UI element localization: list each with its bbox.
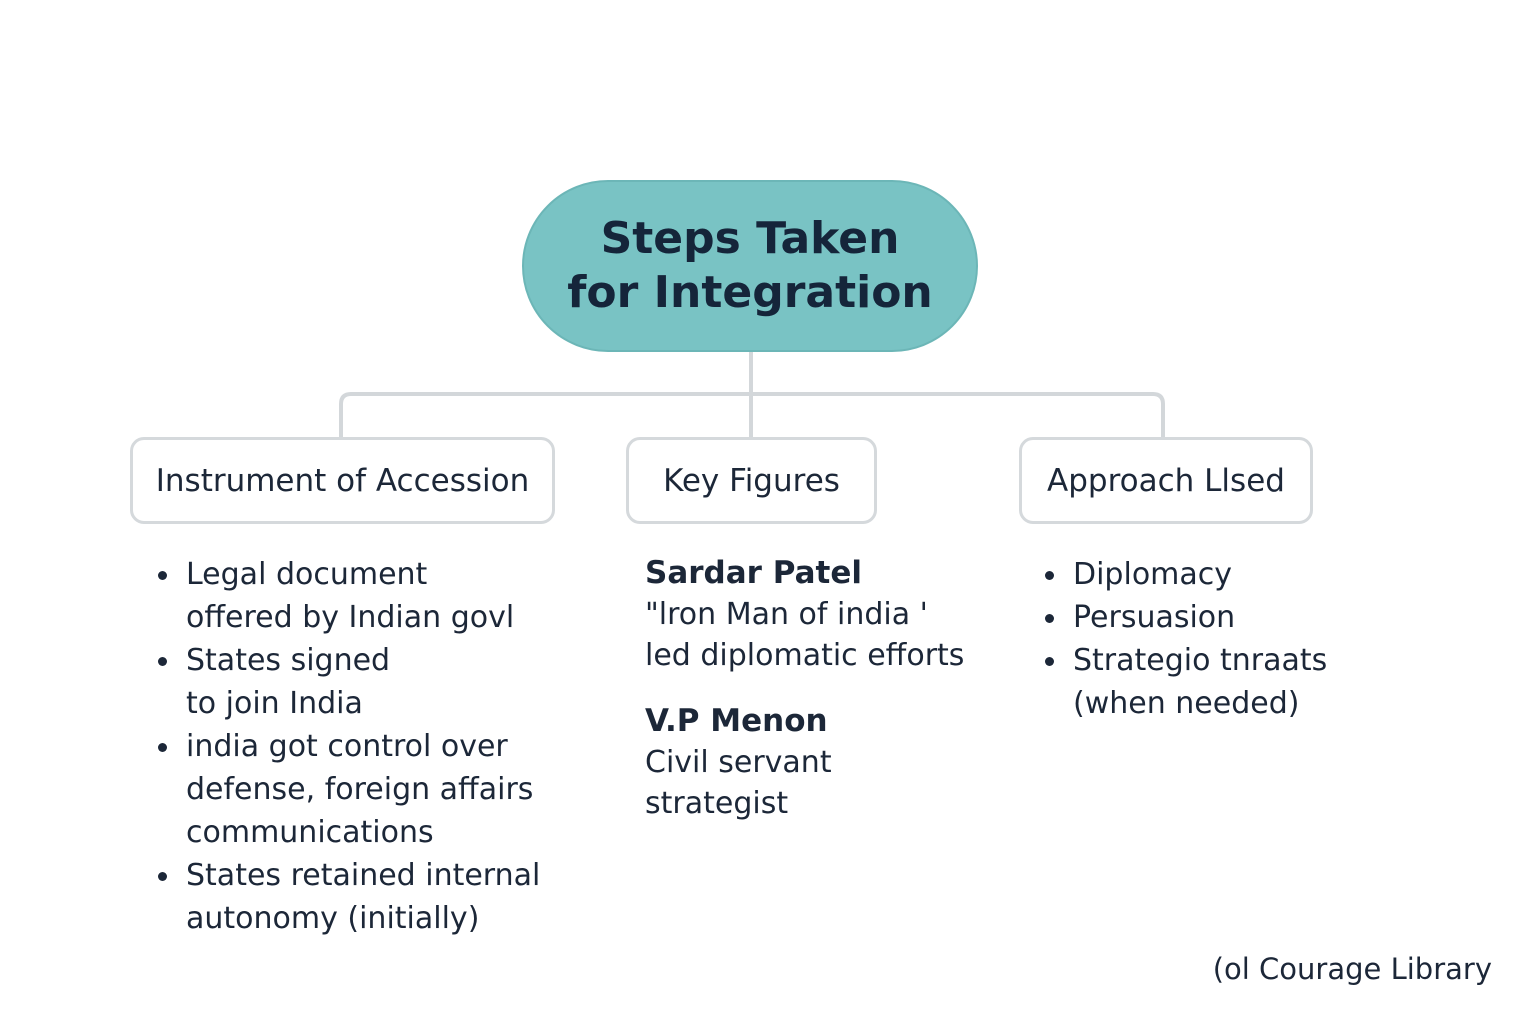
list-item-line: defense, foreign affairs [186,772,534,807]
list-item: States retained internal autonomy (initi… [158,854,558,940]
figure-name: V.P Menon [645,703,828,739]
approach-used-node: Approach Llsed [1019,437,1313,524]
list-item: Diplomacy [1045,553,1375,596]
list-item-line: india got control over [186,729,508,764]
list-item-line: autonomy (initially) [186,901,480,936]
figure-description-line: Civil servant [645,745,832,780]
instrument-node-label: Instrument of Accession [155,462,530,499]
root-title-line2: for Integration [567,267,933,318]
key-figures-node: Key Figures [626,437,877,524]
root-node: Steps Taken for Integration [522,180,978,352]
list-item-line: (when needed) [1073,686,1300,721]
list-item-line: Strategio tnraats [1073,643,1328,678]
approach-node-label: Approach Llsed [1047,462,1285,499]
credit-text: (ol Courage Library [1212,952,1492,986]
list-item: Legal document offered by Indian govl [158,553,558,639]
list-item: india got control over defense, foreign … [158,725,558,854]
list-item-line: communications [186,815,434,850]
list-item-line: Legal document [186,557,428,592]
list-item: Persuasion [1045,596,1375,639]
figure-description-line: led diplomatic efforts [645,638,965,673]
list-item-line: States signed [186,643,391,678]
instrument-of-accession-node: Instrument of Accession [130,437,555,524]
figure-description-line: "lron Man of india ' [645,597,928,632]
list-item-line: Persuasion [1073,600,1236,635]
root-title-line1: Steps Taken [600,213,900,264]
list-item: Strategio tnraats (when needed) [1045,639,1375,725]
figure-description-line: strategist [645,786,789,821]
branch-right-connector [751,392,1165,437]
instrument-bullet-list: Legal document offered by Indian govl St… [158,553,558,940]
approach-bullet-list: Diplomacy Persuasion Strategio tnraats (… [1045,553,1375,725]
list-item-line: offered by Indian govl [186,600,515,635]
list-item-line: States retained internal [186,858,541,893]
list-item: States signed to join India [158,639,558,725]
key-figures-node-label: Key Figures [663,462,840,499]
figure-sardar-patel: Sardar Patel "lron Man of india ' led di… [645,552,1005,676]
list-item-line: Diplomacy [1073,557,1233,592]
branch-left-connector [339,392,751,437]
figure-name: Sardar Patel [645,555,862,591]
figure-vp-menon: V.P Menon Civil servant strategist [645,700,1005,824]
list-item-line: to join India [186,686,363,721]
